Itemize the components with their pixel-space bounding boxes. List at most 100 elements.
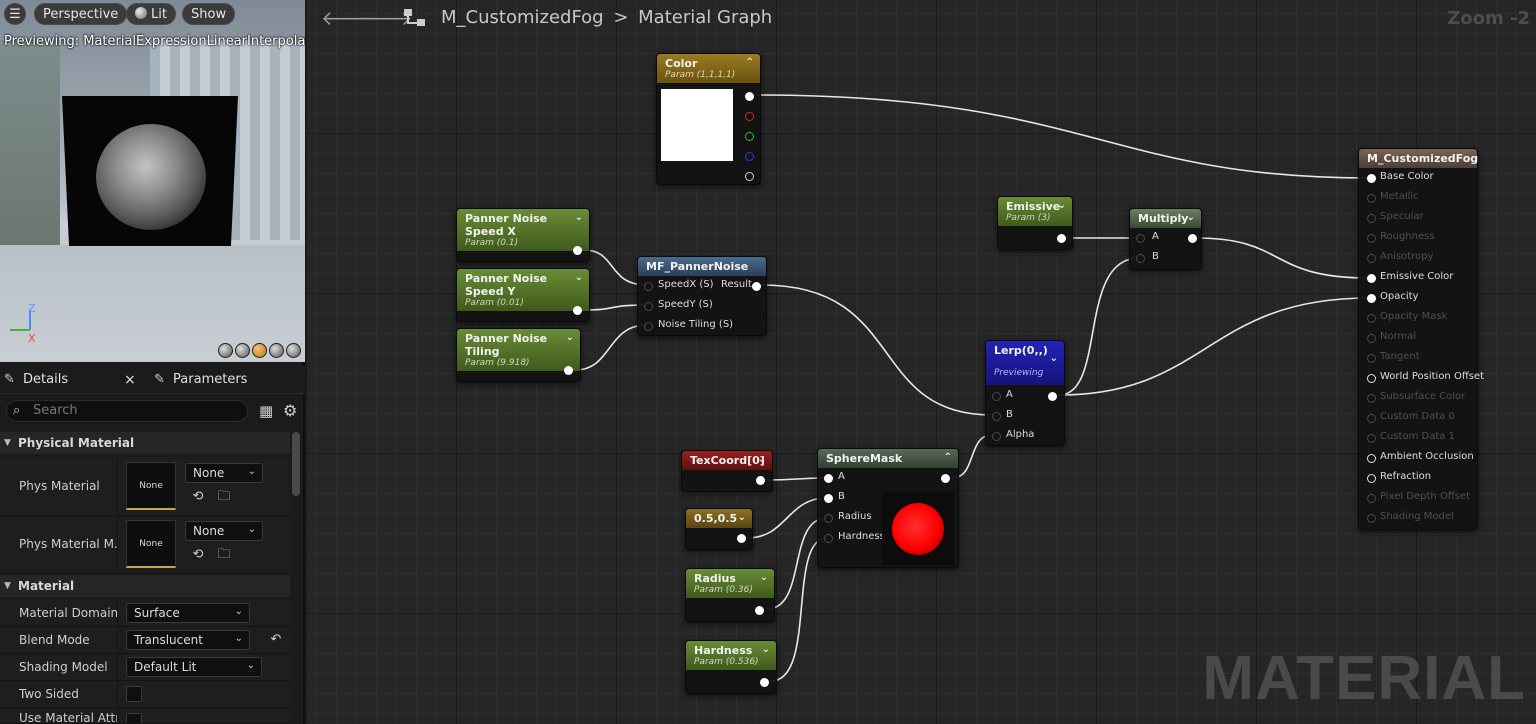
pin-b-in[interactable] [992, 412, 1001, 421]
cylinder-preview-icon[interactable] [218, 343, 233, 358]
pin-speedx-in[interactable] [644, 282, 653, 291]
phys-material-mask-thumbnail[interactable]: None [126, 520, 176, 568]
use-selected-icon[interactable]: ⟲ [192, 489, 204, 504]
reset-to-default-icon[interactable]: ↶ [270, 632, 282, 647]
pin-out[interactable] [1057, 234, 1066, 243]
blend-mode-combo[interactable]: Translucent⌄ [126, 630, 250, 650]
back-arrow-icon[interactable]: 🡐 [321, 6, 375, 30]
breadcrumb-asset[interactable]: M_CustomizedFog [441, 7, 604, 28]
sphere-preview-icon[interactable] [235, 343, 250, 358]
pin-out[interactable] [760, 678, 769, 687]
pin-a-in[interactable] [1136, 234, 1145, 243]
pin-anisotropy-in[interactable] [1367, 254, 1376, 263]
pin-out[interactable] [573, 306, 582, 315]
close-icon[interactable]: × [124, 372, 136, 388]
pin-r-out[interactable] [745, 112, 754, 121]
details-search-input[interactable]: ⌕ Search [6, 400, 248, 422]
tab-parameters[interactable]: ✎ Parameters [154, 366, 247, 394]
chevron-down-icon[interactable]: ⌄ [761, 644, 770, 655]
preview-viewport[interactable]: ☰ Perspective Lit Show Previewing: Mater… [0, 0, 305, 362]
collapse-icon[interactable]: ⌃ [943, 452, 952, 463]
chevron-down-icon[interactable]: ⌄ [574, 212, 583, 223]
node-panner-speed-y[interactable]: Panner Noise Speed Y Param (0.01) ⌄ [456, 268, 590, 322]
material-domain-combo[interactable]: Surface⌄ [126, 603, 250, 623]
pin-out[interactable] [941, 474, 950, 483]
chevron-down-icon[interactable]: ⌄ [574, 272, 583, 283]
pin-roughness-in[interactable] [1367, 234, 1376, 243]
node-texcoord[interactable]: TexCoord[0] ⌄ [681, 450, 773, 492]
lit-button[interactable]: Lit [126, 3, 176, 25]
pin-out[interactable] [737, 534, 746, 543]
node-color-param[interactable]: Color Param (1,1,1,1) ⌃ [656, 53, 761, 185]
pin-opacity-mask-in[interactable] [1367, 314, 1376, 323]
pin-out[interactable] [1188, 234, 1197, 243]
pin-out[interactable] [573, 246, 582, 255]
node-panner-speed-x[interactable]: Panner Noise Speed X Param (0.1) ⌄ [456, 208, 590, 262]
chevron-down-icon[interactable]: ⌄ [1057, 200, 1066, 211]
chevron-down-icon[interactable]: ⌄ [737, 512, 746, 523]
pin-a-out[interactable] [745, 172, 754, 181]
pin-shading-model-in[interactable] [1367, 514, 1376, 523]
phys-material-combo[interactable]: None⌄ [185, 463, 263, 483]
pin-out[interactable] [564, 366, 573, 375]
pin-subsurface-color-in[interactable] [1367, 394, 1376, 403]
browse-icon[interactable]: 🗀 [217, 489, 231, 504]
pin-alpha-in[interactable] [992, 432, 1001, 441]
use-material-attributes-checkbox[interactable] [126, 713, 142, 723]
node-hardness-param[interactable]: Hardness Param (0.536) ⌄ [685, 640, 777, 694]
pin-hardness-in[interactable] [824, 534, 833, 543]
pin-normal-in[interactable] [1367, 334, 1376, 343]
category-material[interactable]: ▼ Material [0, 575, 290, 597]
hamburger-menu-button[interactable]: ☰ [4, 3, 26, 25]
pin-opacity-in[interactable] [1367, 294, 1376, 303]
node-mf-panner-noise[interactable]: MF_PannerNoise SpeedX (S) SpeedY (S) Noi… [637, 256, 767, 336]
pin-custom-data-1-in[interactable] [1367, 434, 1376, 443]
phys-material-thumbnail[interactable]: None [126, 462, 176, 510]
pin-g-out[interactable] [745, 132, 754, 141]
pin-b-out[interactable] [745, 152, 754, 161]
chevron-down-icon[interactable]: ⌄ [1049, 353, 1058, 364]
chevron-down-icon[interactable]: ⌄ [565, 332, 574, 343]
node-radius-param[interactable]: Radius Param (0.36) ⌄ [685, 568, 775, 622]
chevron-down-icon[interactable]: ⌄ [1186, 212, 1195, 223]
pin-b-in[interactable] [824, 494, 833, 503]
node-panner-tiling[interactable]: Panner Noise Tiling Param (9.918) ⌄ [456, 328, 581, 382]
teapot-preview-icon[interactable] [286, 343, 301, 358]
pin-out[interactable] [755, 606, 764, 615]
pin-refraction-in[interactable] [1367, 474, 1376, 483]
pin-a-in[interactable] [992, 392, 1001, 401]
pin-ambient-occlusion-in[interactable] [1367, 454, 1376, 463]
pin-custom-data-0-in[interactable] [1367, 414, 1376, 423]
material-graph-canvas[interactable]: 🡐 🡒 M_CustomizedFog > Material Graph Zoo… [307, 0, 1536, 724]
tab-details[interactable]: ✎ Details × [4, 366, 144, 394]
forward-arrow-icon[interactable]: 🡒 [359, 6, 413, 30]
chevron-down-icon[interactable]: ⌄ [757, 454, 766, 465]
color-swatch[interactable] [661, 89, 733, 161]
pin-out[interactable] [1048, 392, 1057, 401]
pin-a-in[interactable] [824, 474, 833, 483]
two-sided-checkbox[interactable] [126, 686, 142, 702]
chevron-down-icon[interactable]: ⌄ [759, 572, 768, 583]
pin-radius-in[interactable] [824, 514, 833, 523]
pin-emissive-color-in[interactable] [1367, 274, 1376, 283]
shading-model-combo[interactable]: Default Lit⌄ [126, 657, 262, 677]
node-multiply[interactable]: Multiply ⌄ A B [1129, 208, 1202, 270]
phys-material-mask-combo[interactable]: None⌄ [185, 521, 263, 541]
use-selected-icon[interactable]: ⟲ [192, 547, 204, 562]
pin-rgb-out[interactable] [745, 92, 754, 101]
perspective-button[interactable]: Perspective [34, 3, 128, 25]
pin-base-color-in[interactable] [1367, 174, 1376, 183]
browse-icon[interactable]: 🗀 [217, 547, 231, 562]
node-spheremask[interactable]: SphereMask ⌃ A B Radius Hardness [817, 448, 959, 568]
pin-tangent-in[interactable] [1367, 354, 1376, 363]
cube-preview-icon[interactable] [269, 343, 284, 358]
node-emissive-param[interactable]: Emissive Param (3) ⌄ [997, 196, 1073, 250]
gear-icon[interactable]: ⚙ [283, 401, 298, 420]
pin-speedy-in[interactable] [644, 302, 653, 311]
pin-result-out[interactable] [752, 282, 761, 291]
pin-tiling-in[interactable] [644, 322, 653, 331]
table-view-icon[interactable]: ▦ [259, 402, 274, 420]
pin-b-in[interactable] [1136, 254, 1145, 263]
details-scrollbar[interactable] [292, 432, 300, 496]
